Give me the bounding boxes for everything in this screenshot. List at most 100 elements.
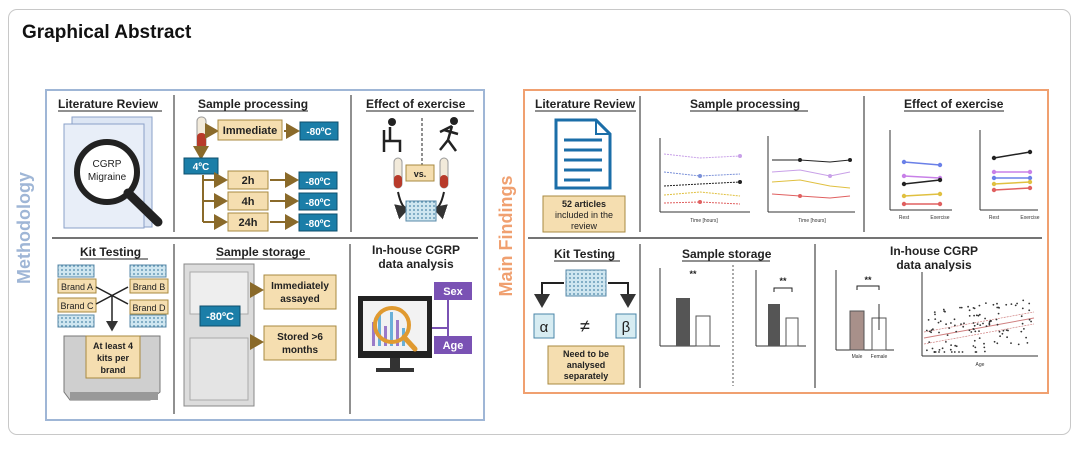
scatter-point	[1023, 328, 1025, 330]
scatter-point	[995, 318, 998, 321]
method-analysis-title-line2: data analysis	[378, 257, 454, 271]
kits-note-line1: At least 4	[93, 341, 133, 351]
scatter-point	[959, 306, 961, 309]
scatter-point	[978, 304, 981, 307]
scatter-point	[961, 351, 964, 353]
scatter-point	[932, 328, 934, 331]
find-kit-title: Kit Testing	[554, 247, 615, 261]
scatter-point	[930, 329, 933, 331]
articles-note-line2: included in the	[555, 210, 613, 220]
vs-label: vs.	[414, 169, 427, 179]
scatter-point	[984, 350, 986, 353]
scatter-point	[1005, 303, 1008, 306]
brand-b-box	[129, 278, 169, 294]
freezer-box-immediate	[299, 121, 339, 141]
find-analysis-title-line2: data analysis	[896, 258, 972, 272]
exercise-chart-1: Rest Exercise	[889, 130, 952, 221]
separate-note-line1: Need to be	[563, 349, 609, 359]
scatter-point	[988, 323, 991, 326]
scatter-point	[930, 331, 932, 334]
scatter-point	[1005, 329, 1008, 331]
time-2h-label: 2h	[242, 175, 255, 187]
scatter-point	[954, 324, 956, 327]
separate-note-line2: analysed	[567, 360, 606, 370]
separate-analysis-box	[547, 345, 625, 385]
scatter-point	[974, 346, 977, 349]
scatter-point	[938, 349, 941, 351]
age-scatter-plot: Age	[921, 272, 1038, 368]
immediately-assayed-box	[263, 274, 337, 310]
scatter-point	[1026, 342, 1029, 344]
scatter-point	[970, 331, 973, 333]
freezer-box-2h	[298, 171, 338, 190]
sex-sig-label: **	[864, 275, 872, 285]
scatter-point	[938, 351, 940, 353]
method-storage-title: Sample storage	[216, 245, 306, 259]
scatter-point	[972, 345, 975, 347]
findings-side-label: Main Findings	[496, 176, 516, 297]
scatter-point	[1025, 336, 1027, 339]
kits-note-line2: kits per	[97, 353, 130, 363]
kits-note-box	[85, 335, 141, 379]
vs-box	[405, 164, 435, 182]
storage-bar-chart-2: **	[755, 270, 806, 347]
age-label: Age	[443, 340, 464, 352]
assay-plate-icon	[405, 200, 437, 222]
age-box	[434, 336, 472, 354]
find-literature-title: Literature Review	[535, 97, 636, 111]
scatter-point	[1028, 302, 1031, 305]
freezer-temp-label: -80ºC	[206, 311, 234, 323]
brand-d-box	[129, 299, 169, 315]
scatter-point	[972, 307, 975, 309]
find-exercise-title: Effect of exercise	[904, 97, 1004, 111]
scatter-point	[978, 313, 981, 316]
storage-option2-line1: Stored >6	[277, 332, 323, 343]
scatter-point	[941, 347, 944, 350]
scatter-point	[1017, 343, 1020, 346]
scatter-point	[983, 342, 985, 345]
scatter-point	[973, 339, 976, 342]
scatter-point	[973, 314, 975, 317]
scatter-point	[937, 321, 940, 324]
scatter-point	[968, 309, 971, 312]
time-2h-box	[227, 170, 269, 190]
scatter-point	[1021, 307, 1024, 310]
scatter-point	[933, 351, 936, 353]
scatter-point	[945, 323, 947, 326]
scatter-point	[942, 308, 945, 311]
scatter-point	[1022, 299, 1025, 302]
scatter-point	[934, 318, 937, 320]
scatter-point	[931, 347, 934, 350]
scatter-point	[945, 341, 947, 343]
exercise-tick-rest: Rest	[989, 215, 1000, 221]
scatter-point	[999, 335, 1001, 338]
scatter-point	[939, 320, 942, 323]
scatter-point	[1028, 309, 1031, 312]
doc-text-cgrp: CGRP	[93, 159, 122, 170]
scatter-point	[934, 351, 937, 353]
magnifier-icon	[74, 139, 140, 205]
time-4h-box	[227, 191, 269, 211]
scatter-point	[960, 323, 962, 326]
scatter-point	[968, 315, 971, 317]
find-storage-title: Sample storage	[682, 247, 772, 261]
scatter-point	[988, 322, 991, 325]
magnifier-icon	[373, 306, 411, 344]
scatter-point	[1016, 302, 1018, 305]
method-exercise-title: Effect of exercise	[366, 97, 466, 111]
scatter-point	[953, 351, 956, 353]
scatter-point	[985, 302, 987, 304]
articles-note-box	[542, 195, 626, 233]
scatter-point	[926, 349, 928, 352]
scatter-point	[943, 351, 946, 353]
scatter-point	[925, 329, 928, 332]
time-4h-label: 4h	[242, 196, 255, 208]
fridge-4c-box	[183, 157, 219, 175]
kit-plate-icon	[129, 264, 167, 278]
scatter-point	[928, 330, 931, 333]
scatter-point	[989, 319, 992, 322]
sex-tick-male: Male	[852, 354, 863, 360]
scatter-point	[974, 330, 977, 333]
exercise-tick-exercise: Exercise	[930, 215, 949, 221]
running-person-icon	[439, 117, 459, 152]
